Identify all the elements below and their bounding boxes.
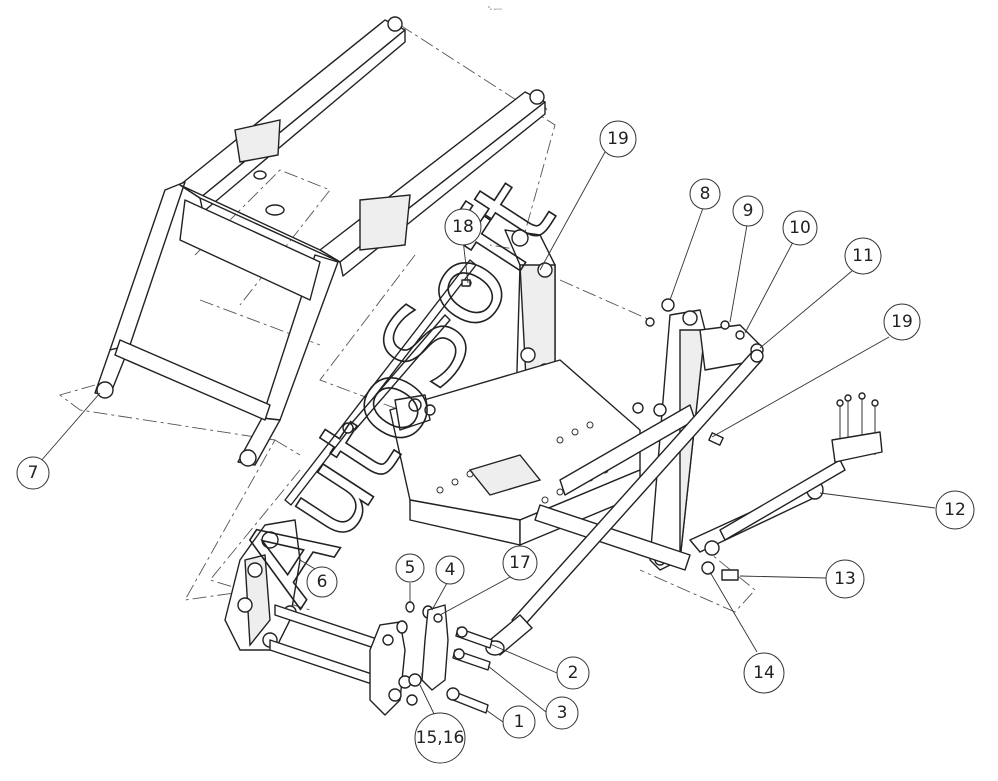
callout-3-label: 3 [557, 703, 568, 723]
callout-19-right-label: 19 [891, 312, 913, 332]
callout-2-label: 2 [568, 663, 579, 683]
callout-9: 9 [732, 195, 764, 227]
callout-19-top: 19 [599, 120, 637, 158]
callout-14-label: 14 [753, 663, 775, 683]
callout-19-top-label: 19 [607, 129, 629, 149]
callout-8: 8 [689, 178, 721, 210]
callout-1-label: 1 [514, 712, 525, 732]
callout-4-label: 4 [445, 560, 456, 580]
callout-3: 3 [545, 696, 579, 730]
callout-15-16-label: 15,16 [416, 728, 465, 748]
callout-6: 6 [306, 566, 338, 598]
callout-19-right: 19 [883, 303, 921, 341]
lower-brackets [224, 519, 493, 716]
hydraulic-cylinder [689, 392, 883, 581]
callout-13: 13 [825, 559, 865, 599]
callout-15-16: 15,16 [414, 712, 466, 764]
callout-9-label: 9 [743, 201, 754, 221]
callout-13-label: 13 [834, 569, 856, 589]
callout-7: 7 [16, 456, 50, 490]
link-rods [284, 259, 477, 506]
callout-5: 5 [395, 553, 425, 583]
long-rod [485, 349, 764, 656]
leader-lines [39, 151, 936, 723]
callout-7-label: 7 [28, 463, 39, 483]
callout-2: 2 [556, 656, 590, 690]
callout-10: 10 [782, 210, 818, 246]
corner-mark: ⁰ₑ ₐₘₘ [488, 6, 502, 12]
callout-5-label: 5 [405, 558, 416, 578]
callout-12: 12 [935, 490, 975, 530]
callout-1: 1 [502, 705, 536, 739]
callout-14: 14 [743, 652, 785, 694]
boom-frame [94, 16, 546, 467]
callout-12-label: 12 [944, 500, 966, 520]
callout-17: 17 [502, 545, 538, 581]
callout-11-label: 11 [852, 246, 874, 266]
callout-6-label: 6 [317, 572, 328, 592]
callout-8-label: 8 [700, 184, 711, 204]
callout-17-label: 17 [509, 553, 531, 573]
callout-4: 4 [435, 555, 465, 585]
callout-11: 11 [844, 237, 882, 275]
callout-10-label: 10 [789, 218, 811, 238]
callout-18: 18 [444, 208, 482, 246]
callout-18-label: 18 [452, 217, 474, 237]
